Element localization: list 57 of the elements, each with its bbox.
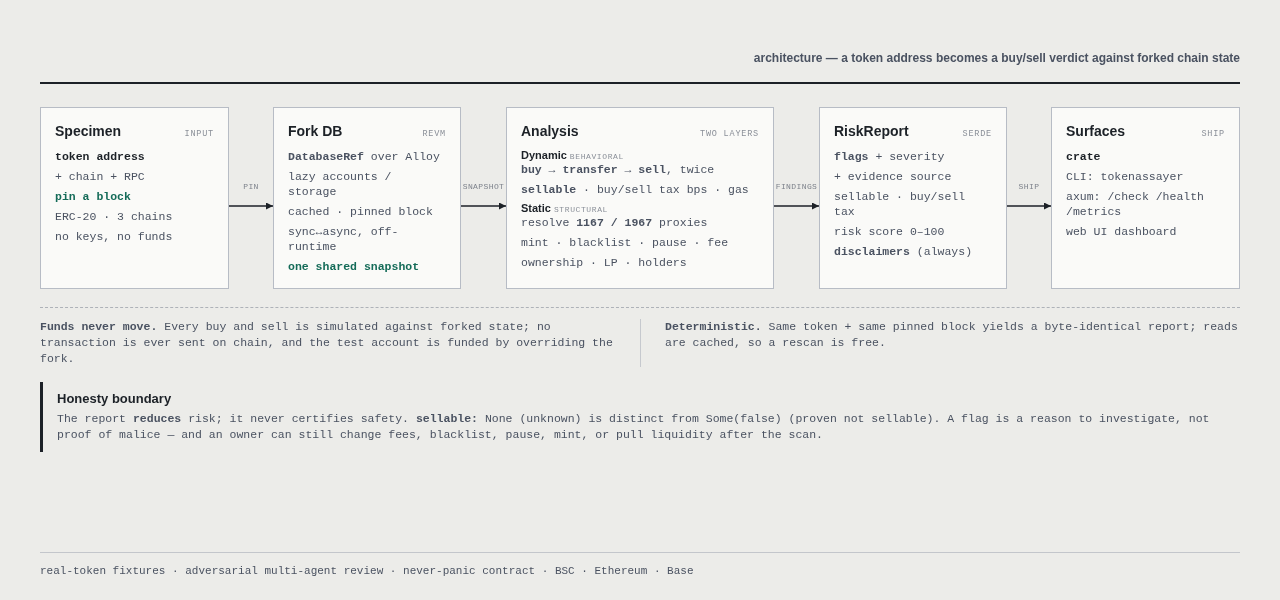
card-text: sellable · buy/sell tax bps · gas xyxy=(521,182,750,197)
card-text: sync↔async, off-runtime xyxy=(288,224,400,254)
stage-card xyxy=(273,107,461,289)
arrow xyxy=(228,202,274,210)
stage-card xyxy=(40,107,229,289)
card-title: Analysis xyxy=(521,122,579,141)
edge-label: PIN xyxy=(242,182,260,192)
card-text: pin a block xyxy=(55,189,132,204)
note-paragraph: Funds never move. Every buy and sell is simulated against forked state; no transaction is ever sent on chain, and the test account is funded by overriding the fork. xyxy=(40,319,614,367)
arrow xyxy=(1006,202,1052,210)
card-text: crate xyxy=(1066,149,1102,164)
note-paragraph: Deterministic. Same token + same pinned block yields a byte-identical report; reads are cached, so a rescan is free. xyxy=(665,319,1239,351)
card-text: flags + severity xyxy=(834,149,946,164)
arrow xyxy=(460,202,507,210)
stage-card xyxy=(506,107,774,289)
stage-card xyxy=(1051,107,1240,289)
card-tag: INPUT xyxy=(184,128,214,140)
card-text: cached · pinned block xyxy=(288,204,434,219)
card-tag: TWO LAYERS xyxy=(700,128,759,140)
card-text: ownership · LP · holders xyxy=(521,255,688,270)
arrow xyxy=(773,202,820,210)
card-text: CLI: tokenassayer xyxy=(1066,169,1185,184)
card-title: Specimen xyxy=(55,122,122,141)
card-text: web UI dashboard xyxy=(1066,224,1178,239)
card-text: buy → transfer → sell, twice xyxy=(521,162,716,177)
card-text: one shared snapshot xyxy=(288,259,421,274)
footer-text: real-token fixtures · adversarial multi-agent review · never-panic contract · BSC · Ethereum · Base xyxy=(40,564,694,578)
layer-title: Static xyxy=(521,202,551,215)
card-text: axum: /check /health /metrics xyxy=(1066,189,1206,219)
layer-tag: STRUCTURAL xyxy=(553,204,608,215)
card-text: disclaimers (always) xyxy=(834,244,974,259)
card-text: no keys, no funds xyxy=(55,229,174,244)
card-text: sellable · buy/sell tax xyxy=(834,189,967,219)
card-text: + chain + RPC xyxy=(55,169,146,184)
stage-card xyxy=(819,107,1007,289)
card-title: RiskReport xyxy=(834,122,909,141)
edge-label: SHIP xyxy=(1017,182,1041,192)
card-title: Surfaces xyxy=(1066,122,1126,141)
layer-tag: BEHAVIORAL xyxy=(569,151,624,162)
card-text: ERC-20 · 3 chains xyxy=(55,209,174,224)
card-text: token address xyxy=(55,149,146,164)
card-text: resolve 1167 / 1967 proxies xyxy=(521,215,709,230)
edge-label: FINDINGS xyxy=(774,182,819,192)
card-text: risk score 0–100 xyxy=(834,224,946,239)
card-tag: SERDE xyxy=(962,128,992,140)
callout-text: The report reduces risk; it never certifies safety. sellable: None (unknown) is distinct from Some(false) (proven not sellable). A flag is a reason to investigate, not proof of malice — and an owner can still change fees, blacklist, pause, mint, or pull liquidity after the scan. xyxy=(57,411,1211,443)
card-text: + evidence source xyxy=(834,169,953,184)
card-title: Fork DB xyxy=(288,122,343,141)
card-text: mint · blacklist · pause · fee xyxy=(521,235,730,250)
card-tag: REVM xyxy=(422,128,446,140)
callout-heading: Honesty boundary xyxy=(57,391,172,407)
card-tag: SHIP xyxy=(1201,128,1225,140)
card-text: lazy accounts / storage xyxy=(288,169,393,199)
page-subtitle: architecture — a token address becomes a buy/sell verdict against forked chain state xyxy=(753,50,1240,66)
card-text: DatabaseRef over Alloy xyxy=(288,149,441,164)
edge-label: SNAPSHOT xyxy=(461,182,506,192)
layer-title: Dynamic xyxy=(521,149,567,162)
